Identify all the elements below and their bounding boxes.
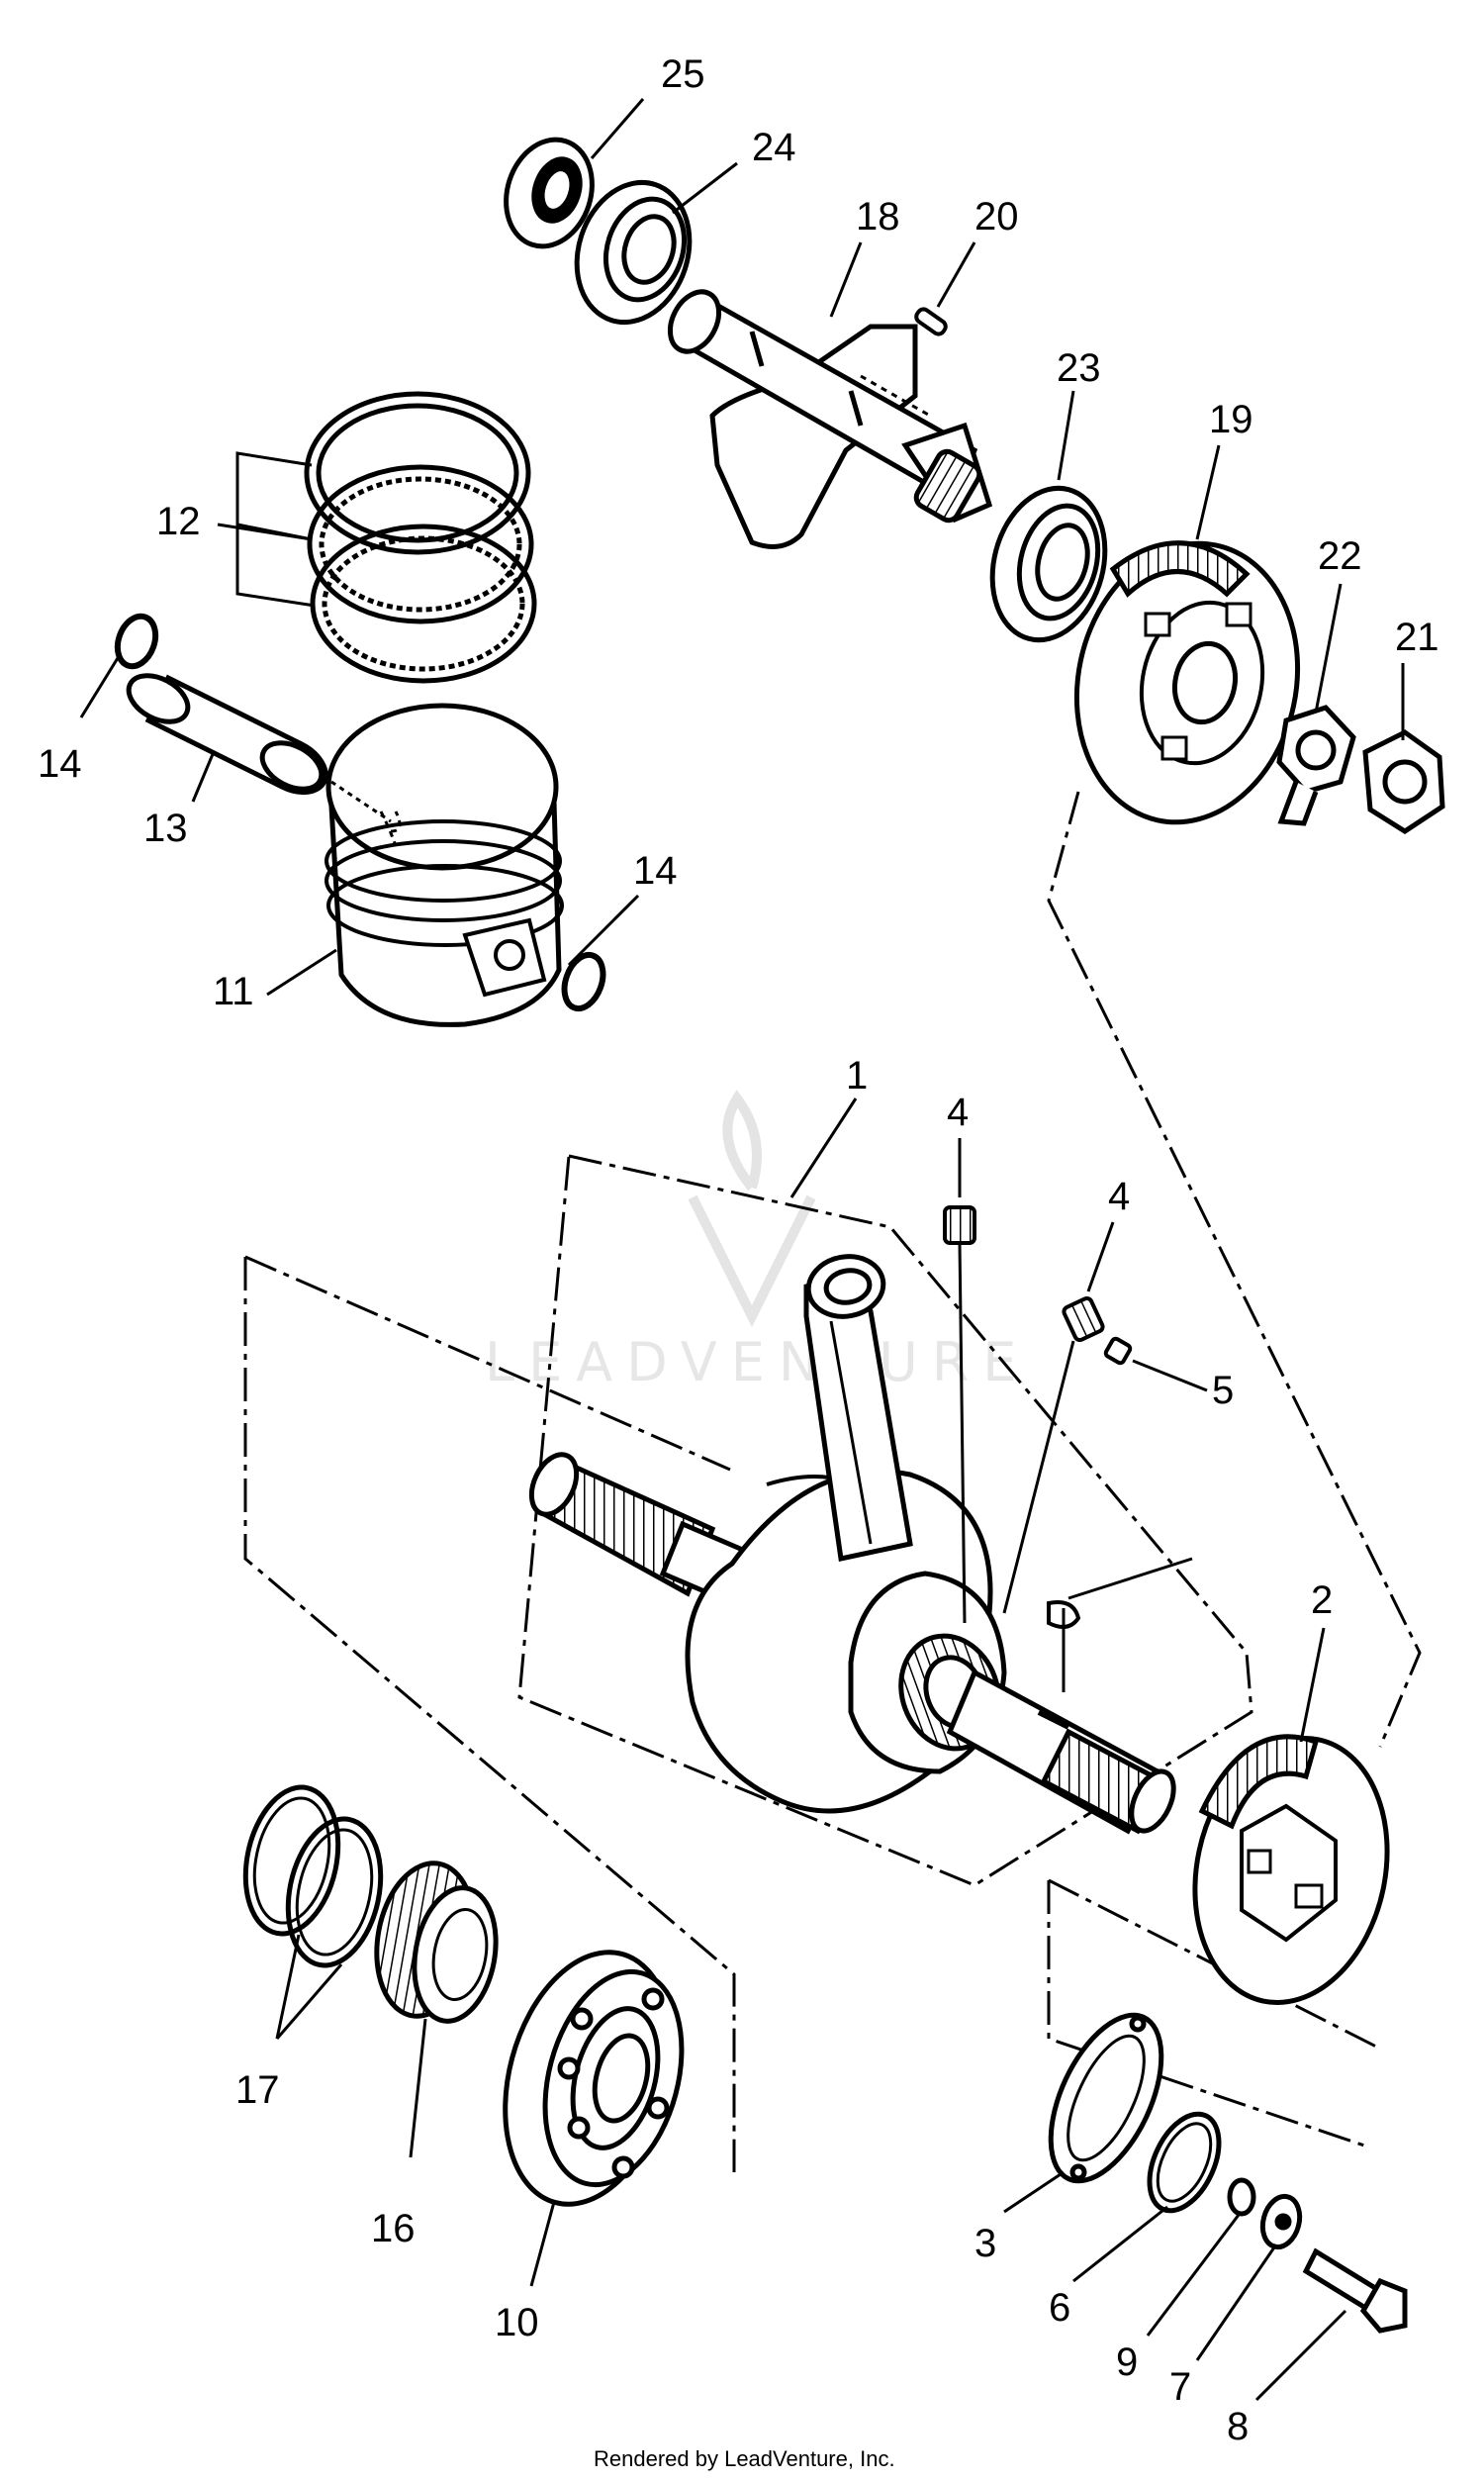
callout-17: 18 bbox=[856, 195, 900, 239]
callout-24: 25 bbox=[661, 52, 705, 96]
leader-lines bbox=[79, 98, 1405, 2402]
callout-10: 10 bbox=[495, 2301, 539, 2344]
lock-washer bbox=[1276, 705, 1356, 826]
callout-16: 17 bbox=[235, 2068, 280, 2112]
callout-20: 21 bbox=[1395, 616, 1439, 659]
callout-19: 20 bbox=[974, 195, 1019, 239]
callout-23: 24 bbox=[752, 126, 796, 169]
callout-21: 22 bbox=[1318, 534, 1362, 578]
crankshaft bbox=[528, 1254, 1176, 1835]
balancer-gear bbox=[1073, 540, 1301, 825]
bearing-10 bbox=[503, 1950, 685, 2207]
snap-rings bbox=[242, 1784, 384, 1968]
callout-14-left: 14 bbox=[38, 742, 82, 786]
bearing-22 bbox=[989, 485, 1108, 643]
callout-2: 2 bbox=[1311, 1578, 1333, 1622]
callout-4-mid: 4 bbox=[1108, 1175, 1130, 1218]
crank-gear bbox=[1192, 1734, 1390, 2006]
balancer-shaft bbox=[667, 289, 993, 549]
assembly-outlines bbox=[243, 791, 1422, 2172]
oil-seal bbox=[504, 137, 595, 249]
callout-5: 5 bbox=[1212, 1369, 1234, 1412]
callout-15: 16 bbox=[371, 2207, 416, 2250]
thrust-plate bbox=[1048, 2012, 1164, 2184]
spline-gear bbox=[374, 1861, 499, 2024]
callout-8: 8 bbox=[1227, 2405, 1249, 2448]
callout-3: 3 bbox=[974, 2222, 996, 2265]
callout-7: 7 bbox=[1169, 2365, 1191, 2409]
callout-11: 11 bbox=[213, 970, 254, 1013]
watermark: LEADVENTURE bbox=[485, 1090, 1030, 1393]
callout-6: 6 bbox=[1049, 2286, 1070, 2330]
callout-labels: 25 24 18 20 23 19 22 21 12 14 13 11 14 1… bbox=[38, 52, 1439, 2448]
watermark-text: LEADVENTURE bbox=[485, 1331, 1030, 1393]
callout-22: 23 bbox=[1057, 346, 1101, 390]
circlips bbox=[114, 613, 606, 1012]
key-19 bbox=[914, 307, 948, 336]
callout-12: 12 bbox=[156, 500, 201, 543]
callout-13: 13 bbox=[143, 807, 188, 850]
footer-credit: Rendered by LeadVenture, Inc. bbox=[594, 2446, 895, 2471]
bearing-23 bbox=[574, 179, 693, 326]
callout-14-right: 14 bbox=[633, 849, 678, 893]
watermark-logo-icon bbox=[688, 1090, 816, 1328]
callout-1: 1 bbox=[846, 1054, 868, 1098]
small-parts bbox=[943, 1205, 1133, 1629]
piston bbox=[325, 703, 564, 1027]
callout-9: 9 bbox=[1116, 2340, 1138, 2384]
callout-18: 19 bbox=[1209, 398, 1253, 441]
piston-pin bbox=[126, 673, 328, 796]
piston-rings bbox=[304, 391, 537, 684]
nut-20 bbox=[1362, 729, 1445, 834]
callout-4-top: 4 bbox=[947, 1091, 969, 1134]
